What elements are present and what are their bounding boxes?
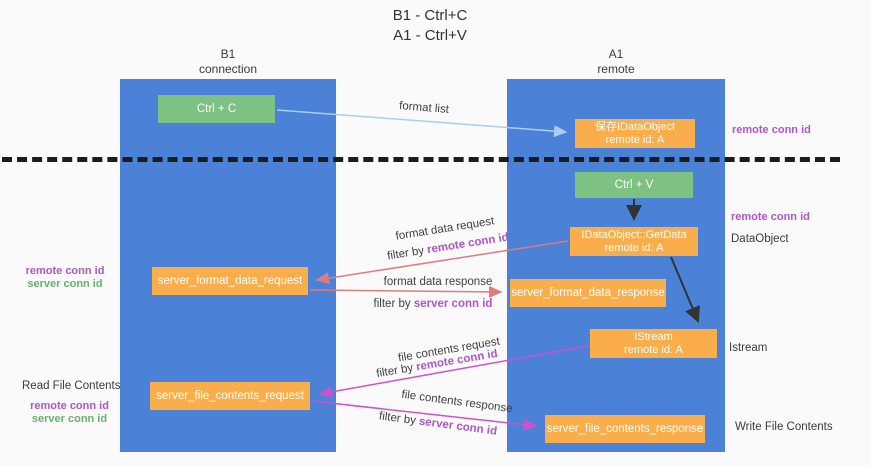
clipboard-divider-line xyxy=(2,157,840,162)
write-file-contents-label: Write File Contents xyxy=(735,421,833,433)
left-conn-id-block: remote conn id server conn id xyxy=(23,265,107,291)
remote-conn-id-label-mid-right: remote conn id xyxy=(731,211,810,223)
format-data-response-filter-label: filter by server conn id xyxy=(374,298,493,310)
file-contents-response-filter-label: filter by server conn id xyxy=(378,410,497,437)
ctrl-c-label: Ctrl + C xyxy=(196,103,237,115)
ctrl-c-box: Ctrl + C xyxy=(158,95,275,123)
filter-by-text: filter by xyxy=(373,298,414,310)
server-conn-id-highlight: server conn id xyxy=(418,415,498,438)
arrow-format-data-response xyxy=(309,285,503,298)
remote-conn-id-label-bottom-left: remote conn id xyxy=(30,400,109,412)
istream-box: IStream remote id: A xyxy=(590,329,717,358)
filter-by-text: filter by xyxy=(386,244,429,263)
dataobject-label: DataObject xyxy=(731,233,789,245)
server-conn-id-label-bottom-left: server conn id xyxy=(31,413,108,425)
remote-conn-id-label-left: remote conn id xyxy=(25,265,105,277)
istream-remote-id: remote id: A xyxy=(624,343,683,356)
lane-header-a1: A1 remote xyxy=(507,47,725,77)
lane-a1-role: remote xyxy=(597,62,635,76)
server-file-contents-request-box: server_file_contents_request xyxy=(150,382,310,410)
read-file-contents-label: Read File Contents xyxy=(22,380,121,392)
save-idataobject-remote-id: remote id: A xyxy=(605,133,665,146)
idataobject-getdata-box: IDataObject::GetData remote id: A xyxy=(570,227,698,256)
server-file-contents-response-label: server_file_contents_response xyxy=(546,423,704,435)
lane-b1-name: B1 xyxy=(220,47,236,61)
istream-side-label: Istream xyxy=(729,342,768,354)
server-conn-id-highlight: server conn id xyxy=(413,298,493,310)
format-data-response-label: format data response xyxy=(383,276,493,288)
title-line1: B1 - Ctrl+C xyxy=(392,7,468,24)
server-file-contents-response-box: server_file_contents_response xyxy=(545,415,705,443)
server-format-data-response-label: server_format_data_response xyxy=(511,287,665,299)
server-format-data-request-box: server_format_data_request xyxy=(152,267,308,295)
save-idataobject-box: 保存IDataObject remote id: A xyxy=(575,119,695,148)
server-format-data-response-box: server_format_data_response xyxy=(510,279,666,307)
format-list-label: format list xyxy=(398,100,450,116)
read-file-contents-block: Read File Contents remote conn id server… xyxy=(22,380,121,426)
server-file-contents-request-label: server_file_contents_request xyxy=(156,390,304,402)
getdata-title: IDataObject::GetData xyxy=(581,228,687,241)
lane-a1-name: A1 xyxy=(608,47,624,61)
filter-by-text: filter by xyxy=(378,410,420,428)
title-line2: A1 - Ctrl+V xyxy=(393,27,467,44)
remote-conn-id-label-top-right: remote conn id xyxy=(732,124,811,136)
getdata-remote-id: remote id: A xyxy=(604,241,664,254)
diagram-title: B1 - Ctrl+C A1 - Ctrl+V xyxy=(330,6,530,46)
lane-b1-role: connection xyxy=(198,62,258,76)
istream-title: IStream xyxy=(634,330,673,343)
ctrl-v-box: Ctrl + V xyxy=(575,172,693,198)
filter-by-text: filter by xyxy=(375,361,418,381)
ctrl-v-label: Ctrl + V xyxy=(614,179,654,191)
server-conn-id-label-left: server conn id xyxy=(27,278,103,290)
file-contents-response-label: file contents response xyxy=(400,388,514,416)
save-idataobject-title: 保存IDataObject xyxy=(594,120,676,133)
server-format-data-request-label: server_format_data_request xyxy=(157,275,303,287)
lane-header-b1: B1 connection xyxy=(120,47,336,77)
